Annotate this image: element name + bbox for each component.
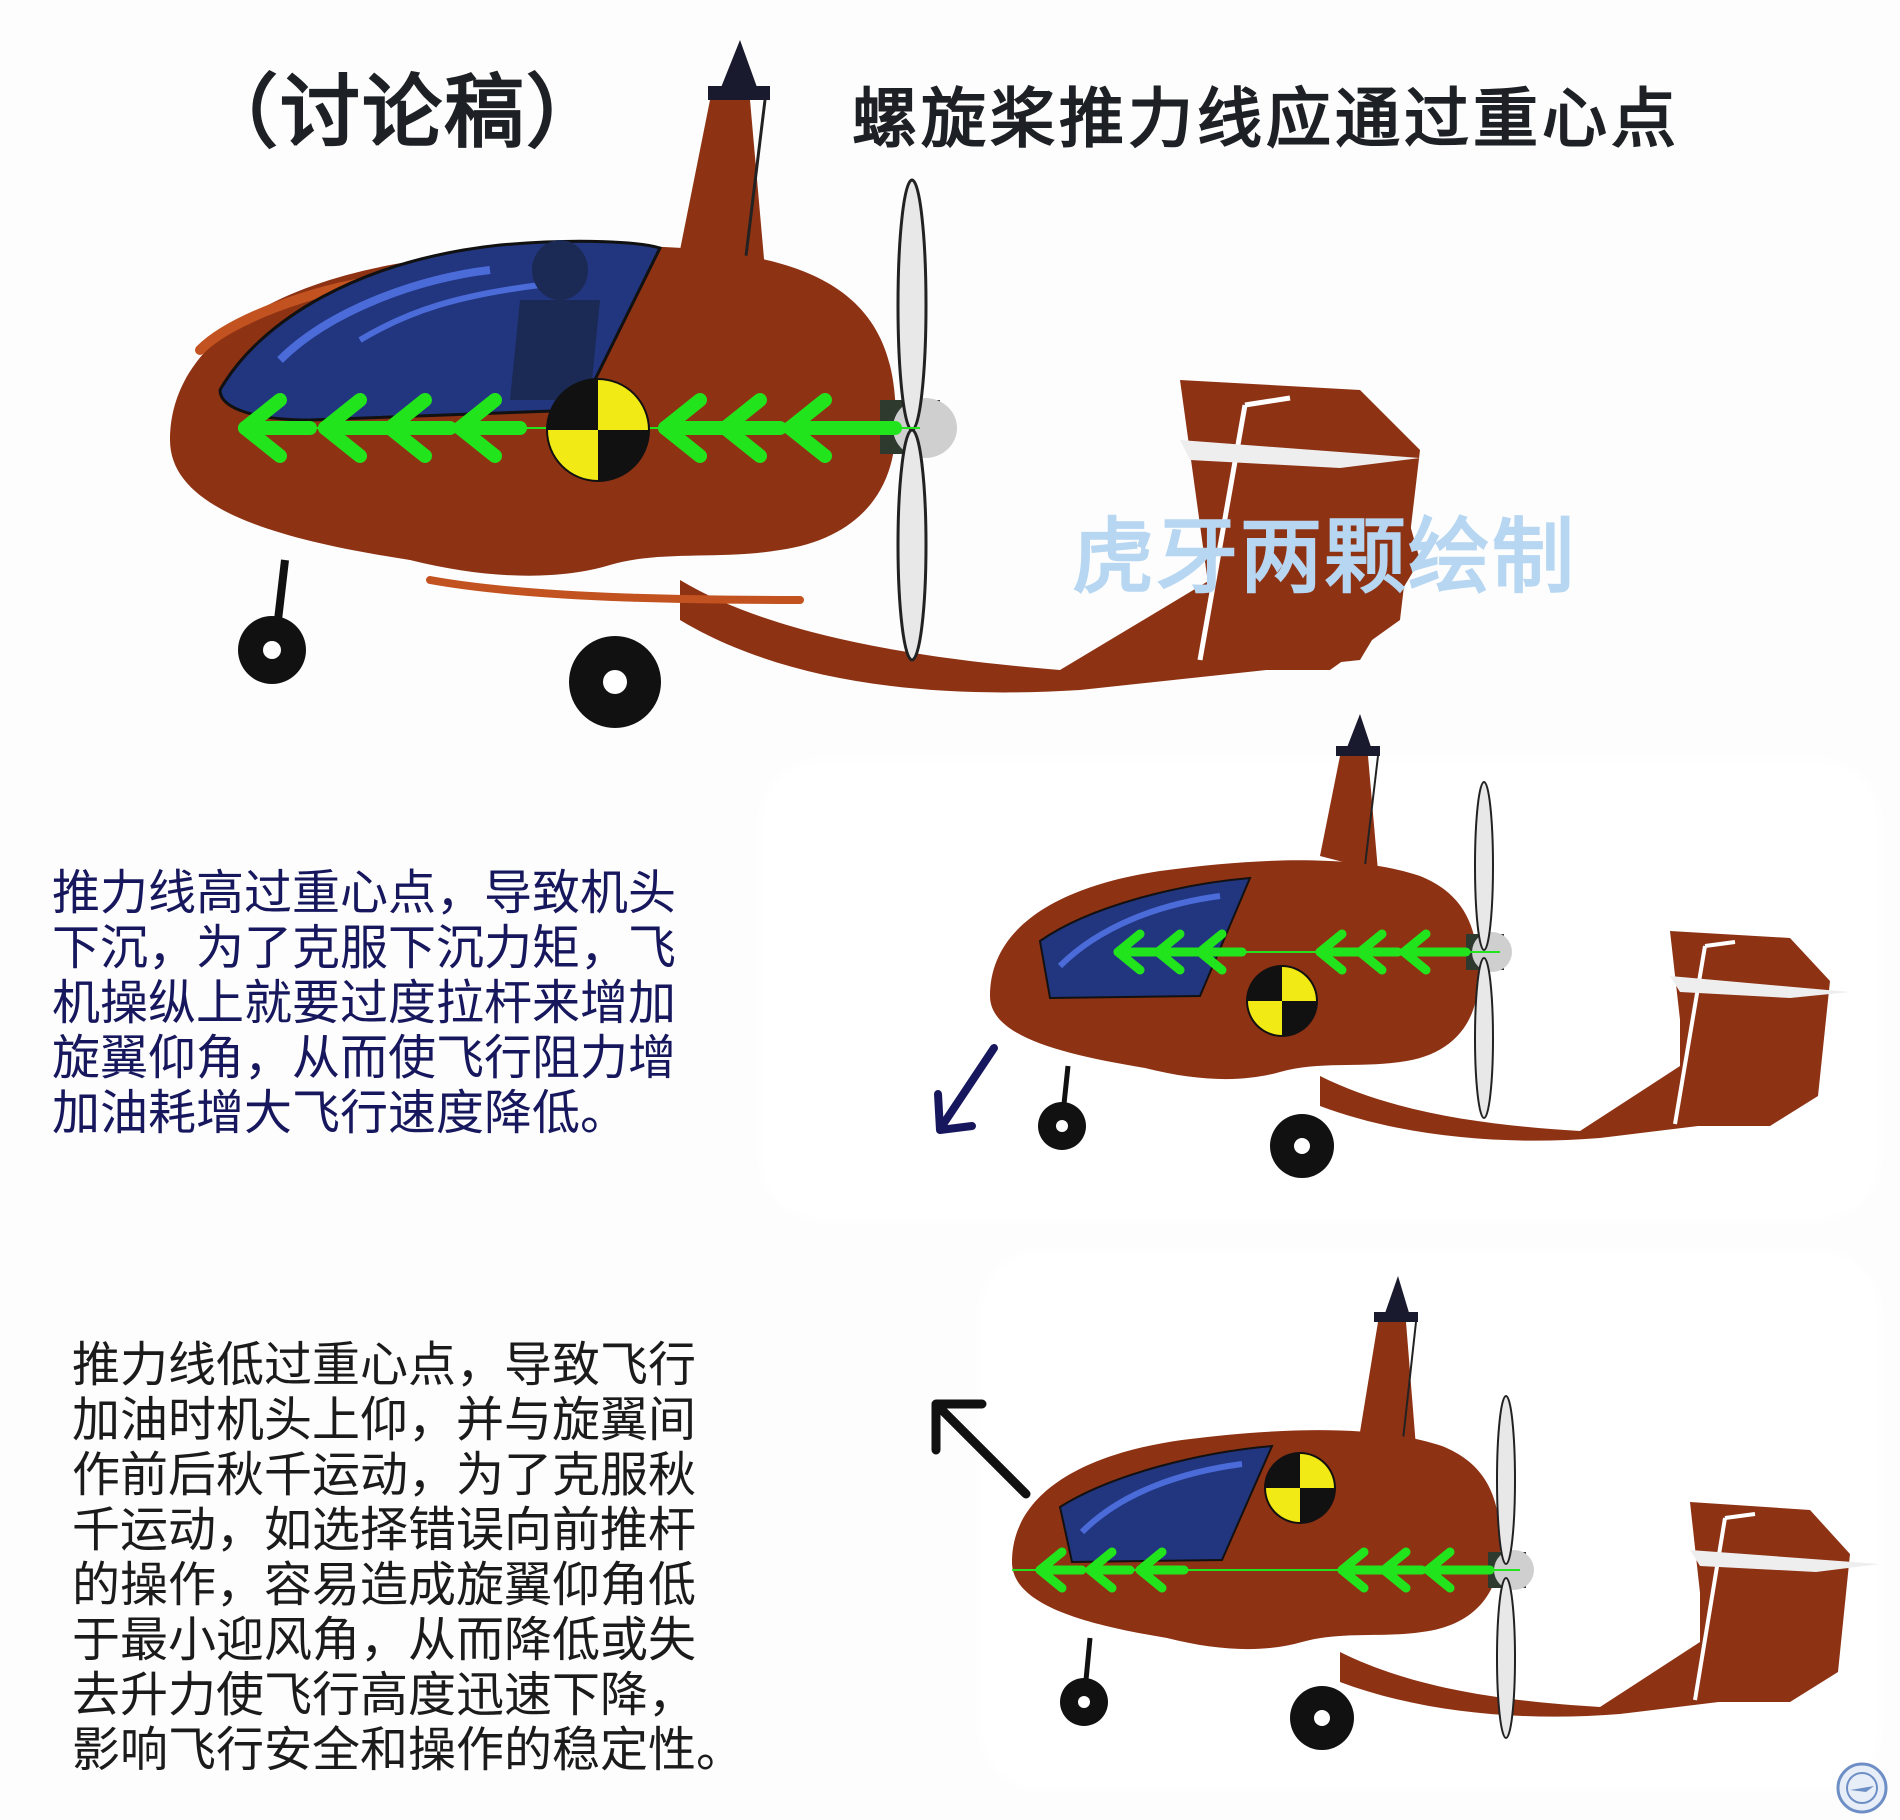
arrow-up-left-icon <box>931 1399 1031 1499</box>
thrust-arrow-icon <box>1035 1547 1495 1593</box>
gyroplane-icon <box>1012 1276 1880 1750</box>
thrust-arrow-icon <box>1113 929 1471 975</box>
main-title: 螺旋桨推力线应通过重心点 <box>852 82 1681 157</box>
tail-stabilizer <box>1180 440 1420 468</box>
high-thrust-description: 推力线高过重心点，导致机头 下沉，为了克服下沉力矩，飞 机操纵上就要过度拉杆来增… <box>52 865 677 1141</box>
gyroplane-low-thrust-diagram <box>1012 1276 1880 1750</box>
rotor-mast <box>680 100 765 270</box>
center-of-gravity-icon <box>1246 965 1318 1037</box>
gyroplane-aligned-diagram <box>170 40 1420 728</box>
draft-label: （讨论稿） <box>198 66 608 159</box>
low-thrust-description: 推力线低过重心点，导致飞行 加油时机头上仰，并与旋翼间 作前后秋千运动，为了克服… <box>72 1337 745 1778</box>
watermark: 虎牙两颗绘制 <box>1072 510 1577 605</box>
gyroplane-icon <box>170 40 1420 728</box>
gyroplane-icon <box>990 714 1850 1178</box>
propeller-blade-top <box>896 178 928 432</box>
logo-seal-icon <box>1836 1762 1888 1814</box>
gyroplane-high-thrust-diagram <box>990 714 1850 1178</box>
propeller-blade-bottom <box>896 428 928 662</box>
arrow-down-left-icon <box>934 1044 998 1134</box>
thrust-arrow-icon <box>238 393 902 463</box>
center-of-gravity-icon <box>546 378 650 482</box>
center-of-gravity-icon <box>1264 1452 1336 1524</box>
